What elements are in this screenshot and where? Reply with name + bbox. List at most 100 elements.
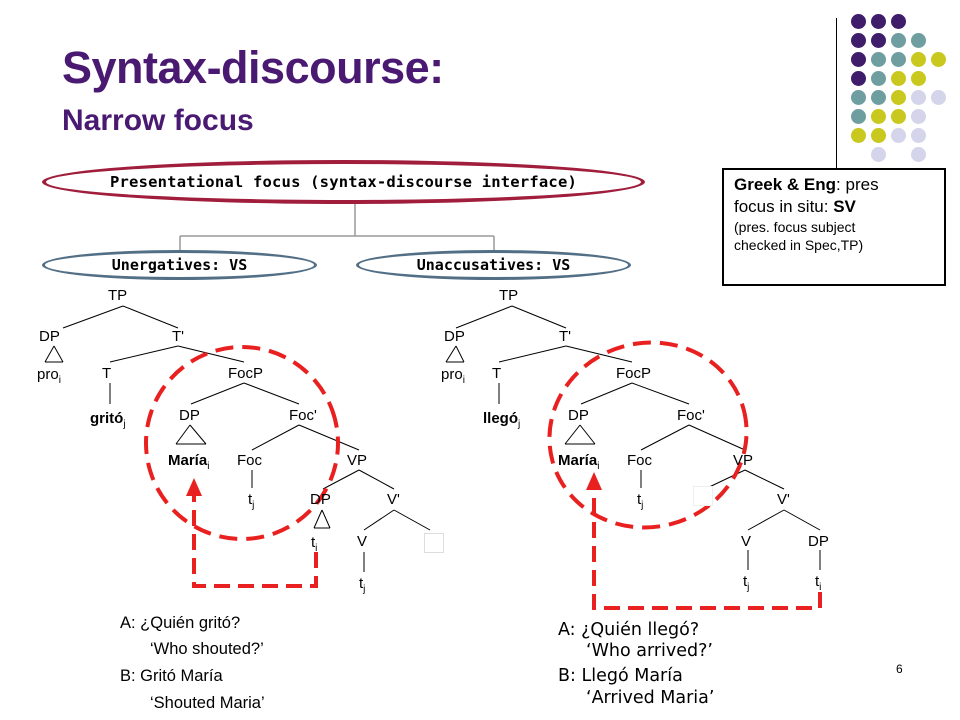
info-line-2: focus in situ: SV — [734, 196, 938, 218]
dot — [891, 109, 906, 124]
dot — [851, 71, 866, 86]
dot — [891, 71, 906, 86]
dot — [851, 33, 866, 48]
left-example-a-gloss: ‘Who shouted?’ — [150, 640, 264, 658]
dot — [911, 52, 926, 67]
left-example-b: B: Gritó María — [120, 667, 223, 685]
dot — [931, 52, 946, 67]
right-dp-node: DP — [444, 328, 465, 345]
right-ti-trace: ti — [815, 573, 822, 593]
dot — [911, 33, 926, 48]
info-lang-label: Greek & Eng — [734, 175, 837, 194]
right-pro-leaf: proi — [441, 366, 465, 386]
dot — [871, 71, 886, 86]
unergatives-label: Unergatives: VS — [111, 256, 248, 274]
dot — [931, 90, 946, 105]
unaccusatives-label: Unaccusatives: VS — [416, 256, 571, 274]
left-focp-node: FocP — [228, 365, 264, 382]
page-number: 6 — [896, 662, 903, 676]
unaccusatives-oval: Unaccusatives: VS — [356, 250, 631, 280]
decorative-vertical-line — [836, 18, 837, 174]
dot — [851, 90, 866, 105]
right-vbar-node: V' — [777, 491, 790, 508]
info-line-3: (pres. focus subject — [734, 219, 856, 235]
right-vp-node: VP — [733, 452, 754, 469]
dot — [851, 128, 866, 143]
left-focbar-node: Foc' — [289, 407, 317, 424]
right-foc-node: Foc — [627, 452, 653, 469]
right-tbar-node: T' — [559, 328, 572, 345]
dot — [871, 147, 886, 162]
right-tp-node: TP — [499, 287, 519, 304]
left-dp-node: DP — [39, 328, 60, 345]
dot — [891, 33, 906, 48]
right-dp3-node: DP — [808, 533, 829, 550]
decorative-dot-grid — [851, 14, 951, 162]
dot — [891, 90, 906, 105]
right-verb-leaf: llegój — [483, 410, 521, 430]
left-example-a: A: ¿Quién gritó? — [120, 614, 241, 632]
arrow-head-right — [586, 472, 602, 490]
left-tbar-node: T' — [172, 328, 185, 345]
focus-dashed-circle-right — [547, 340, 749, 530]
left-vp-node: VP — [347, 452, 368, 469]
dot — [871, 52, 886, 67]
dot — [891, 14, 906, 29]
left-pro-leaf: proi — [37, 366, 61, 386]
dot — [891, 128, 906, 143]
empty-node-box — [693, 486, 713, 506]
dot — [851, 52, 866, 67]
slide-title: Syntax-discourse: — [62, 42, 444, 93]
left-example-b-gloss: ‘Shouted Maria’ — [150, 694, 265, 712]
left-dp2-node: DP — [179, 407, 200, 424]
left-v-node: V — [357, 533, 368, 550]
dot — [911, 71, 926, 86]
right-example-a-gloss: ‘Who arrived?’ — [586, 641, 713, 661]
left-vbar-node: V' — [387, 491, 400, 508]
right-t-node: T — [492, 365, 502, 382]
arrow-head-left — [186, 478, 202, 496]
info-line-1-rest: : pres — [836, 175, 879, 194]
presentational-focus-oval: Presentational focus (syntax-discourse i… — [42, 160, 645, 204]
presentational-focus-label: Presentational focus (syntax-discourse i… — [109, 173, 578, 191]
dot — [871, 128, 886, 143]
right-foc-trace: tj — [637, 491, 644, 511]
info-box: Greek & Eng: pres focus in situ: SV (pre… — [722, 168, 946, 286]
dot — [911, 128, 926, 143]
dot — [851, 109, 866, 124]
right-v-node: V — [741, 533, 752, 550]
left-t-node: T — [102, 365, 112, 382]
left-dp3-node: DP — [310, 491, 331, 508]
info-line-2-pre: focus in situ: — [734, 197, 834, 216]
left-foc-trace: tj — [248, 491, 255, 511]
right-focp-node: FocP — [616, 365, 652, 382]
dot — [871, 109, 886, 124]
dot — [871, 90, 886, 105]
left-tp-node: TP — [108, 287, 128, 304]
info-line-1: Greek & Eng: pres — [734, 174, 938, 196]
info-order-label: SV — [833, 197, 856, 216]
left-ti-trace: ti — [311, 534, 318, 554]
left-tj-trace: tj — [359, 575, 366, 595]
right-maria-leaf: Maríai — [558, 452, 600, 472]
left-maria-leaf: Maríai — [168, 452, 210, 472]
dot — [911, 147, 926, 162]
right-tj-trace: tj — [743, 573, 750, 593]
unergatives-oval: Unergatives: VS — [42, 250, 317, 280]
dot — [911, 90, 926, 105]
dot — [851, 14, 866, 29]
empty-node-box — [424, 533, 444, 553]
dot — [871, 14, 886, 29]
dot — [871, 33, 886, 48]
info-line-4: checked in Spec,TP) — [734, 237, 864, 253]
left-verb-leaf: gritój — [90, 410, 126, 430]
dot — [891, 52, 906, 67]
slide-subtitle: Narrow focus — [62, 104, 254, 137]
focus-dashed-circle-left — [144, 345, 340, 541]
right-example-a: A: ¿Quién llegó? — [558, 620, 700, 640]
left-foc-node: Foc — [237, 452, 263, 469]
dot — [911, 109, 926, 124]
right-example-b: B: Llegó María — [558, 666, 683, 686]
right-example-b-gloss: ‘Arrived Maria’ — [586, 688, 715, 708]
